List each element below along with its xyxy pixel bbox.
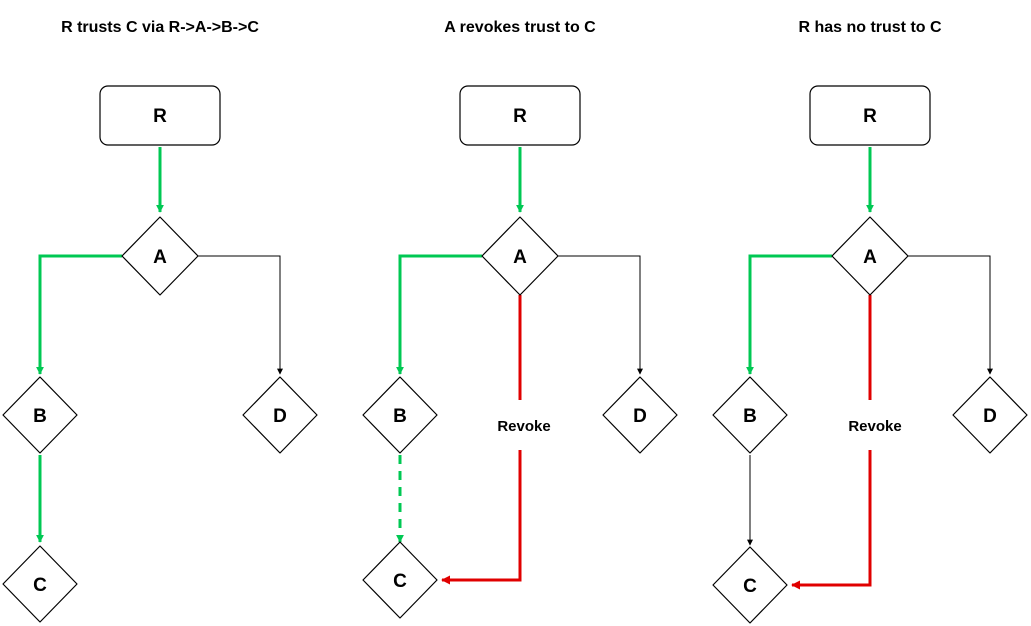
node-a: A: [831, 216, 909, 296]
panel-2-title: A revokes trust to C: [444, 19, 596, 36]
node-r-label: R: [153, 106, 167, 127]
node-a: A: [121, 216, 199, 296]
node-c-label: C: [743, 576, 757, 597]
node-c: C: [712, 546, 788, 624]
node-a-label: A: [863, 247, 877, 268]
node-d: D: [602, 376, 678, 454]
edge-a-b: [36, 254, 122, 375]
panel-2: A revokes trust to C Revoke R A B D C: [362, 19, 678, 619]
node-d: D: [952, 376, 1028, 454]
edge-a-d: [558, 255, 643, 375]
node-c: C: [2, 545, 78, 623]
node-r-label: R: [513, 106, 527, 127]
panel-3: R has no trust to C Revoke R A B D C: [712, 19, 1028, 624]
edge-a-b: [746, 254, 832, 375]
edge-a-d: [908, 255, 993, 375]
node-d-label: D: [983, 406, 997, 427]
node-b-label: B: [393, 406, 407, 427]
node-a: A: [481, 216, 559, 296]
revoke-label: Revoke: [497, 418, 550, 435]
node-c-label: C: [33, 575, 47, 596]
node-d: D: [242, 376, 318, 454]
panel-1: R trusts C via R->A->B->C R A B D C: [2, 19, 318, 623]
node-r: R: [99, 85, 221, 146]
node-b: B: [712, 376, 788, 454]
node-b: B: [362, 376, 438, 454]
panel-3-title: R has no trust to C: [798, 19, 942, 36]
node-b: B: [2, 376, 78, 454]
node-a-label: A: [513, 247, 527, 268]
node-r: R: [459, 85, 581, 146]
edge-a-d: [198, 255, 283, 375]
node-b-label: B: [743, 406, 757, 427]
node-b-label: B: [33, 406, 47, 427]
node-d-label: D: [633, 406, 647, 427]
node-r: R: [809, 85, 931, 146]
node-c-label: C: [393, 571, 407, 592]
panel-1-title: R trusts C via R->A->B->C: [61, 19, 259, 36]
edge-a-b: [396, 254, 482, 375]
node-a-label: A: [153, 247, 167, 268]
edge-revoke-c: [791, 450, 872, 590]
node-r-label: R: [863, 106, 877, 127]
revoke-label: Revoke: [848, 418, 901, 435]
node-d-label: D: [273, 406, 287, 427]
edge-revoke-c: [441, 450, 522, 585]
node-c: C: [362, 541, 438, 619]
